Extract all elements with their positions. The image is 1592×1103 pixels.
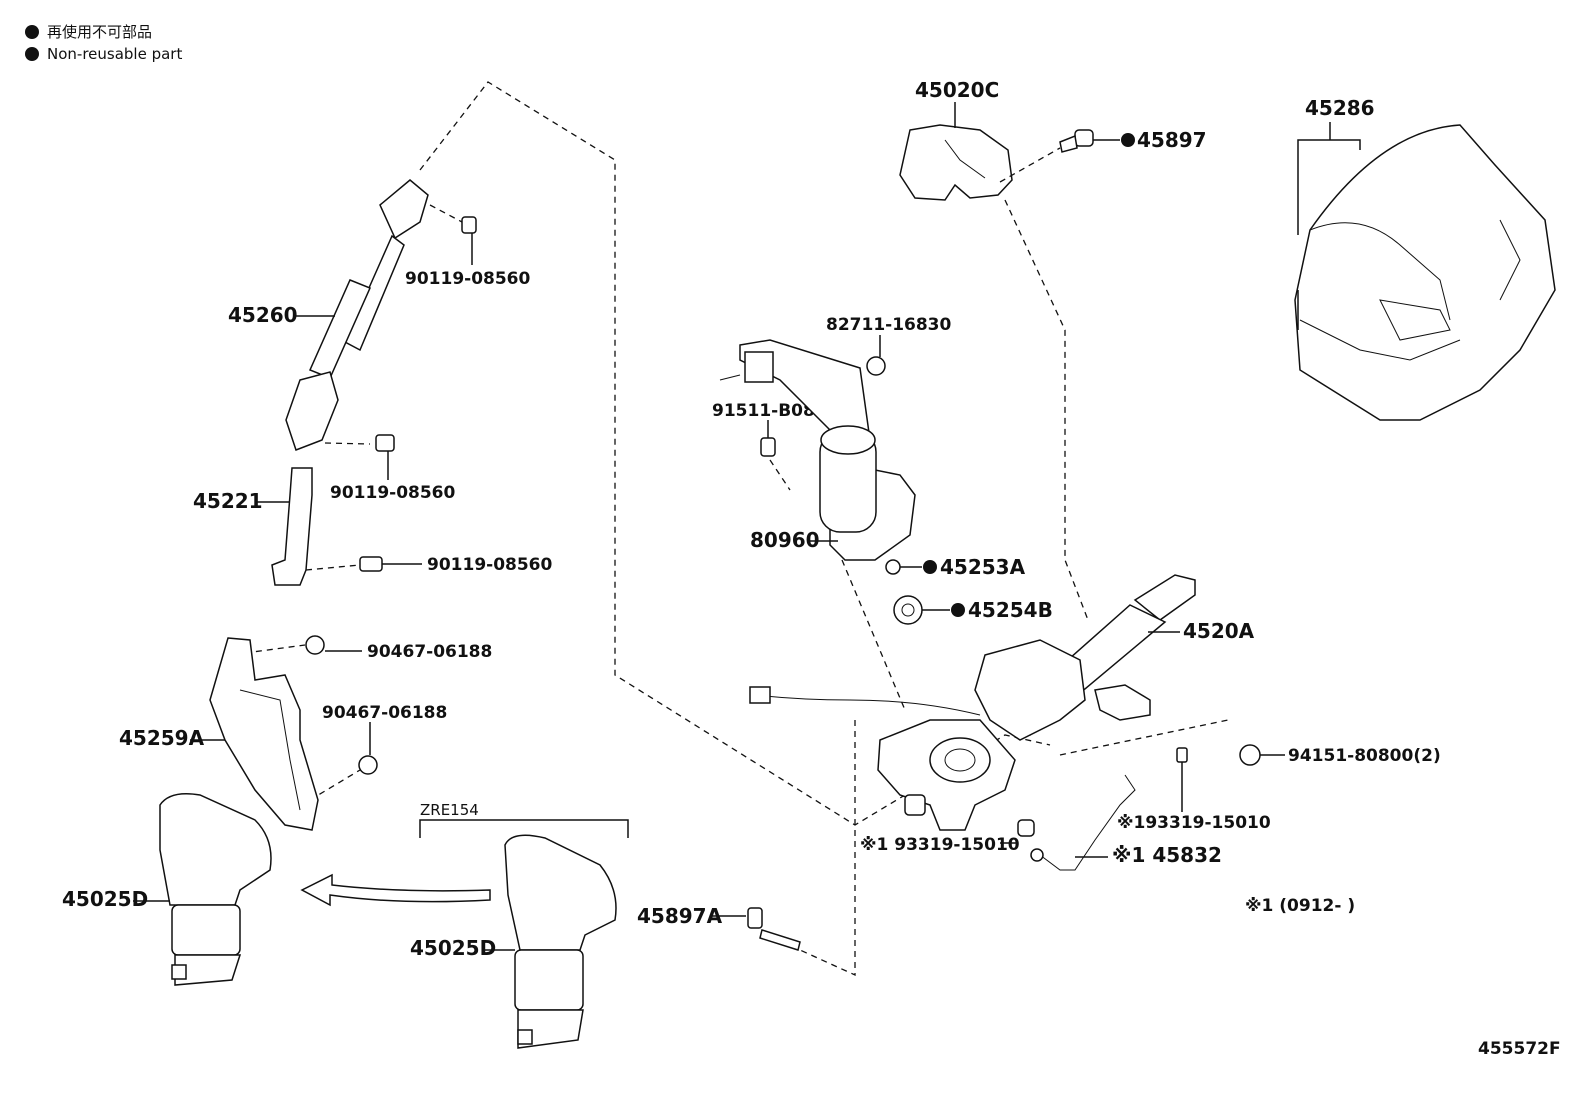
label-90467-top: 90467-06188 [367,642,492,662]
dashed-line-45897a [799,720,856,977]
non-reusable-dot-icon [923,560,937,574]
label-45020C: 45020C [915,78,999,102]
bolt-icon [461,216,477,265]
gear-icon [893,595,965,625]
legend-line2: Non-reusable part [47,45,182,63]
label-93319-left: ※1 93319-15010 [860,835,1020,855]
bolt-icon [359,556,422,572]
leader-45286 [1297,139,1361,235]
motor-80960 [719,339,916,561]
sliding-yoke-45221 [271,467,361,586]
label-45221: 45221 [193,489,263,513]
legend-dot-icon [25,25,39,39]
dashed-line-94151 [1059,719,1229,756]
label-90119-top: 90119-08560 [405,269,531,289]
zre154-bracket [419,819,629,838]
clip-icon [244,635,362,655]
label-45025D-left: 45025D [62,887,148,911]
bolt-icon [375,434,395,480]
label-4520A: 4520A [1183,619,1255,643]
steering-column-4520a [749,574,1196,831]
clip-icon [309,722,378,801]
nut-icon [1239,744,1285,766]
gear-icon [885,559,937,575]
note: ※1 (0912- ) [1245,896,1355,916]
wire-45832 [1030,774,1136,871]
arrow-icon [300,873,491,907]
bolt-icon [1000,819,1035,844]
dashed-line-45020c [1004,199,1089,621]
legend-dot-icon [25,47,39,61]
label-45025D-right: 45025D [410,936,496,960]
clip-icon [866,335,886,376]
label-45260: 45260 [228,303,298,327]
label-zre154: ZRE154 [420,801,479,819]
column-cover-45025d-right [504,834,617,1049]
column-cover-45286 [1294,124,1556,421]
dashed-line-80960 [841,559,906,711]
legend: 再使用不可部品 Non-reusable part [25,23,182,63]
label-45286: 45286 [1305,96,1375,120]
bolt-icon [712,907,801,951]
label-90467-low: 90467-06188 [322,703,447,723]
label-90119-mid: 90119-08560 [330,483,456,503]
bolt-icon [1176,747,1188,812]
non-reusable-dot-icon [951,603,965,617]
label-45897: 45897 [1137,128,1207,152]
label-94151: 94151-80800(2) [1288,746,1441,766]
cover-45020c [899,124,1013,201]
non-reusable-dot-icon [1121,133,1135,147]
diagram-id: 455572F [1478,1039,1561,1059]
column-cover-45025d-left [159,793,272,986]
legend-line1: 再使用不可部品 [47,23,152,41]
bolt-icon [760,420,791,491]
bolt-icon [999,129,1135,183]
label-45259A: 45259A [119,726,205,750]
label-45832: ※1 45832 [1112,843,1222,867]
label-90119-low: 90119-08560 [427,555,553,575]
dashed-outline [419,81,1051,826]
label-82711: 82711-16830 [826,315,952,335]
label-45253A: 45253A [940,555,1026,579]
label-45897A: 45897A [637,904,723,928]
label-80960: 80960 [750,528,820,552]
label-45254B: 45254B [968,598,1053,622]
dust-cover-45259A [209,637,319,831]
intermediate-shaft-45260 [285,179,463,451]
label-93319-right: ※193319-15010 [1117,813,1271,833]
